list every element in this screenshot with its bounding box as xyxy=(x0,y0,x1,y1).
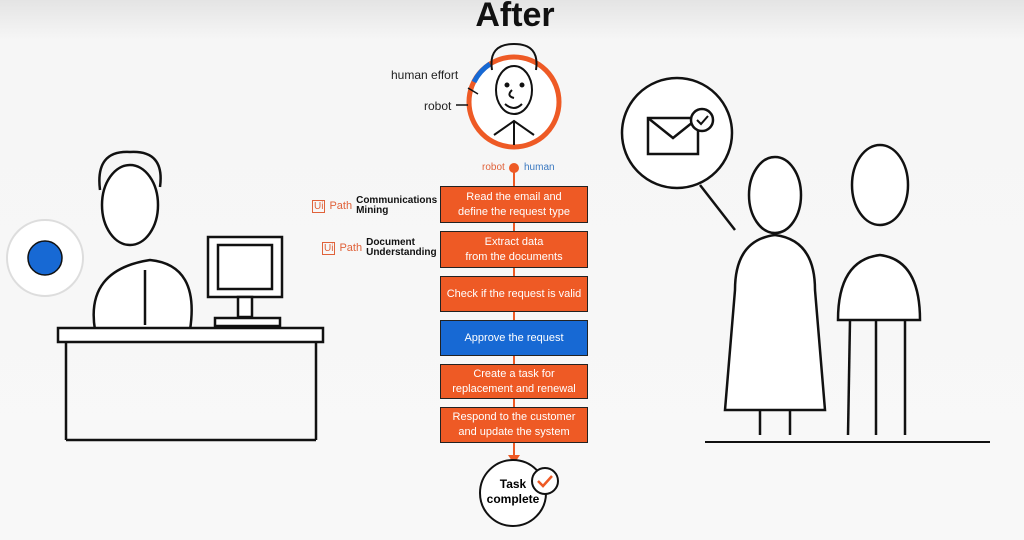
step-approve-request: Approve the request xyxy=(440,320,588,356)
scale-dot xyxy=(509,163,519,173)
check-badge xyxy=(531,467,559,495)
office-worker-illustration xyxy=(6,150,325,442)
page-title: After xyxy=(475,0,555,34)
customers-illustration xyxy=(620,76,922,436)
scale-human-label: human xyxy=(524,162,555,173)
step-check-valid: Check if the request is valid xyxy=(440,276,588,312)
robot-mascot-icon xyxy=(27,240,63,276)
human-effort-label: human effort xyxy=(391,68,459,82)
human-effort-arc xyxy=(471,61,492,84)
scale-robot-label: robot xyxy=(482,162,505,173)
check-icon xyxy=(537,475,553,488)
robot-effort-label: robot xyxy=(424,99,452,113)
avatar-face-icon xyxy=(490,42,538,145)
